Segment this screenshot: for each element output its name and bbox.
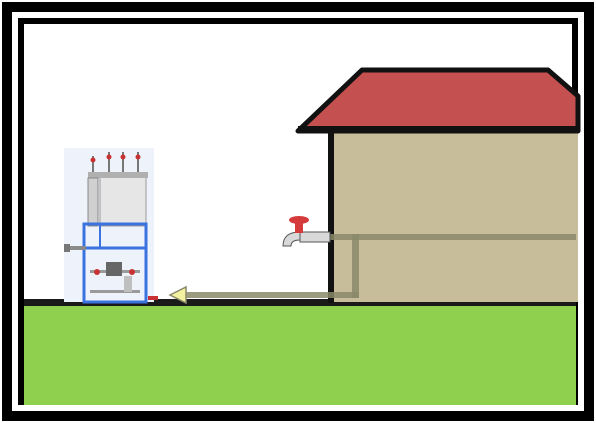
ground-line — [24, 299, 576, 306]
unit-probe-cap-3 — [120, 154, 126, 160]
faucet-handle — [289, 216, 309, 224]
unit-ground-valve — [148, 296, 158, 300]
house-wall — [332, 128, 578, 302]
roof-eave — [298, 126, 578, 132]
unit-probe-cap-2 — [106, 154, 112, 160]
ground — [24, 305, 576, 405]
unit-pump — [106, 262, 122, 276]
unit-frame-outer — [82, 222, 148, 304]
unit-filter — [124, 276, 132, 292]
house-wall-left-edge — [328, 128, 334, 303]
unit-valve-1 — [94, 269, 100, 275]
unit-probe-cap-1 — [90, 157, 96, 163]
faucet-spout — [282, 231, 301, 247]
flow-arrow-head — [168, 285, 187, 305]
unit-side-column — [87, 177, 99, 227]
water-treatment-unit-icon — [64, 148, 158, 304]
unit-valve-2 — [129, 269, 135, 275]
unit-tank-top — [88, 172, 148, 178]
unit-tank — [99, 175, 147, 227]
faucet-stem — [295, 222, 303, 233]
pipe-vertical — [352, 234, 359, 298]
house-icon — [295, 67, 581, 303]
faucet-pipe — [299, 231, 331, 243]
unit-outlet-pipe — [66, 246, 86, 250]
unit-probe-2 — [108, 152, 110, 172]
pipe-horizontal-lower — [178, 292, 359, 298]
unit-probe-1 — [92, 156, 94, 172]
pipe-horizontal-upper — [328, 234, 576, 240]
unit-inner-pipe-2 — [90, 290, 140, 293]
faucet-icon — [282, 216, 331, 247]
water-pipe — [178, 234, 576, 298]
arrow-left-icon — [168, 285, 187, 305]
unit-probe-3 — [122, 152, 124, 172]
unit-probe-cap-4 — [135, 154, 141, 160]
unit-outlet-valve — [64, 244, 70, 252]
unit-probe-4 — [137, 152, 139, 172]
